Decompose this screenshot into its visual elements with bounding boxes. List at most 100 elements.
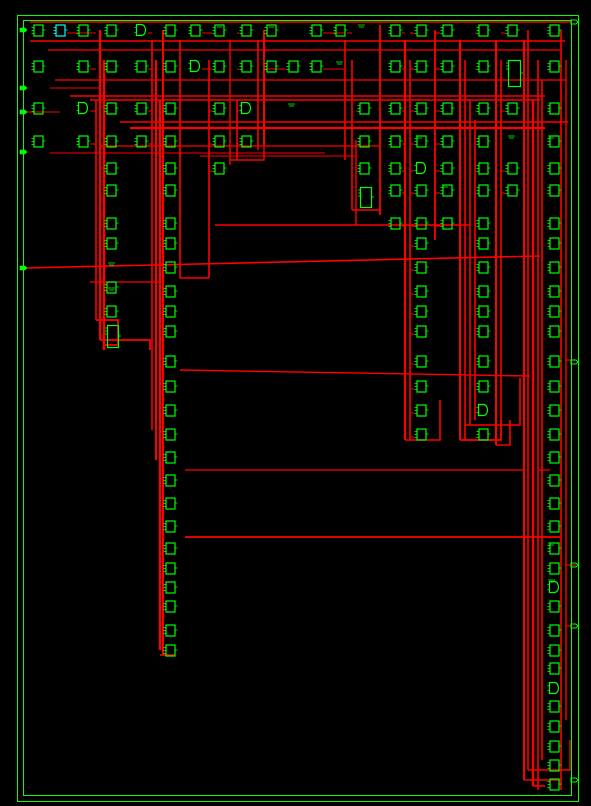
logic-cell[interactable] <box>163 497 178 510</box>
logic-cell[interactable] <box>163 355 178 368</box>
logic-cell[interactable] <box>414 102 429 115</box>
logic-cell[interactable] <box>547 285 562 298</box>
logic-cell[interactable] <box>163 451 178 464</box>
logic-cell[interactable] <box>104 135 119 148</box>
gate-body[interactable] <box>548 681 560 695</box>
logic-cell[interactable] <box>163 600 178 613</box>
logic-cell[interactable] <box>388 184 403 197</box>
input-port-icon[interactable] <box>19 109 28 115</box>
logic-cell[interactable] <box>104 281 119 294</box>
input-port-icon[interactable] <box>19 265 28 271</box>
cell-body[interactable] <box>416 60 427 73</box>
cell-body[interactable] <box>478 102 489 115</box>
logic-cell[interactable] <box>547 162 562 175</box>
logic-cell[interactable] <box>506 59 523 88</box>
logic-cell[interactable] <box>286 60 301 73</box>
logic-cell[interactable] <box>505 24 520 37</box>
gate-body[interactable] <box>189 59 201 73</box>
io-port[interactable] <box>19 265 28 271</box>
cell-body[interactable] <box>478 355 489 368</box>
logic-cell[interactable] <box>163 380 178 393</box>
cell-body[interactable] <box>478 261 489 274</box>
cell-body[interactable] <box>136 102 147 115</box>
cell-body[interactable] <box>549 740 560 753</box>
logic-cell[interactable] <box>414 285 429 298</box>
logic-cell[interactable] <box>163 237 178 250</box>
logic-cell[interactable] <box>388 102 403 115</box>
cell-body[interactable] <box>390 162 401 175</box>
logic-cell[interactable] <box>547 217 562 230</box>
cell-body[interactable] <box>390 217 401 230</box>
cell-body[interactable] <box>549 261 560 274</box>
output-port-icon[interactable] <box>570 562 579 568</box>
cell-body[interactable] <box>416 184 427 197</box>
cell-body[interactable] <box>78 135 89 148</box>
logic-cell[interactable] <box>309 60 324 73</box>
cell-body[interactable] <box>165 102 176 115</box>
logic-cell[interactable] <box>414 24 429 37</box>
cell-body[interactable] <box>549 60 560 73</box>
logic-cell[interactable] <box>547 60 562 73</box>
logic-cell[interactable] <box>414 60 429 73</box>
cell-body[interactable] <box>549 662 560 675</box>
cell-body[interactable] <box>106 217 117 230</box>
logic-cell[interactable] <box>163 542 178 555</box>
logic-cell[interactable] <box>163 135 178 148</box>
cell-body[interactable] <box>165 305 176 318</box>
logic-cell[interactable] <box>547 261 562 274</box>
logic-cell[interactable] <box>388 24 403 37</box>
gate-cell[interactable] <box>76 101 89 115</box>
cell-body[interactable] <box>33 24 44 37</box>
cell-body[interactable] <box>106 102 117 115</box>
logic-cell[interactable] <box>547 24 562 37</box>
logic-cell[interactable] <box>104 217 119 230</box>
cell-body[interactable] <box>442 60 453 73</box>
logic-cell[interactable] <box>188 24 203 37</box>
gate-cell[interactable] <box>547 580 560 594</box>
cell-body[interactable] <box>549 700 560 713</box>
cell-body[interactable] <box>478 428 489 441</box>
logic-cell[interactable] <box>547 237 562 250</box>
logic-cell[interactable] <box>388 60 403 73</box>
cell-body[interactable] <box>549 305 560 318</box>
logic-cell[interactable] <box>476 355 491 368</box>
gate-body[interactable] <box>477 403 489 417</box>
logic-cell[interactable] <box>239 60 254 73</box>
gate-cell[interactable] <box>239 101 252 115</box>
cell-body[interactable] <box>507 59 522 88</box>
cell-body[interactable] <box>165 24 176 37</box>
cell-body[interactable] <box>266 60 277 73</box>
cell-body[interactable] <box>549 759 560 772</box>
cell-body[interactable] <box>335 24 346 37</box>
cell-body[interactable] <box>549 428 560 441</box>
cell-body[interactable] <box>416 285 427 298</box>
cell-body[interactable] <box>55 24 66 37</box>
logic-cell[interactable] <box>547 700 562 713</box>
input-port-icon[interactable] <box>19 85 28 91</box>
cell-body[interactable] <box>311 60 322 73</box>
cell-body[interactable] <box>165 217 176 230</box>
cell-body[interactable] <box>165 162 176 175</box>
logic-cell[interactable] <box>163 520 178 533</box>
logic-cell[interactable] <box>104 162 119 175</box>
cell-body[interactable] <box>549 102 560 115</box>
logic-cell[interactable] <box>440 135 455 148</box>
logic-cell[interactable] <box>476 135 491 148</box>
cell-body[interactable] <box>416 325 427 338</box>
logic-cell[interactable] <box>414 184 429 197</box>
gate-cell[interactable] <box>188 59 201 73</box>
cell-body[interactable] <box>416 24 427 37</box>
cell-body[interactable] <box>549 325 560 338</box>
logic-cell[interactable] <box>239 24 254 37</box>
logic-cell[interactable] <box>547 520 562 533</box>
logic-cell[interactable] <box>134 102 149 115</box>
logic-cell[interactable] <box>414 325 429 338</box>
cell-body[interactable] <box>416 237 427 250</box>
cell-body[interactable] <box>416 305 427 318</box>
cell-body[interactable] <box>214 162 225 175</box>
cell-body[interactable] <box>549 404 560 417</box>
cell-body[interactable] <box>165 428 176 441</box>
input-port-icon[interactable] <box>19 27 28 33</box>
io-port[interactable] <box>570 359 579 365</box>
